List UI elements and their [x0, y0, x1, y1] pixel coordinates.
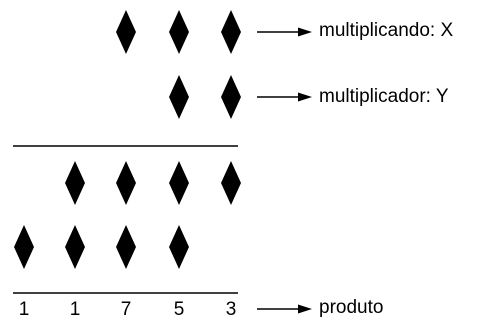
- partial-diamond: [65, 225, 85, 269]
- multiplier-label: multiplicador: Y: [319, 86, 449, 107]
- product-digit: 7: [120, 299, 132, 320]
- multiplier-diamond: [221, 75, 241, 119]
- partial-product-row-2: [14, 225, 189, 269]
- product-digit: 1: [18, 299, 30, 320]
- multiplicand-row: [116, 10, 241, 54]
- multiplicand-arrow: [257, 27, 312, 37]
- product-arrow: [257, 304, 312, 314]
- multiplicand-label: multiplicando: X: [319, 20, 454, 41]
- partial-diamond: [116, 225, 136, 269]
- product-digit: 5: [173, 299, 185, 320]
- partial-diamond: [169, 161, 189, 205]
- partial-product-row-1: [65, 161, 241, 205]
- multiplicand-diamond: [221, 10, 241, 54]
- multiplier-diamond: [169, 75, 189, 119]
- partial-diamond: [116, 161, 136, 205]
- product-label: produto: [319, 297, 384, 318]
- multiplier-row: [169, 75, 241, 119]
- multiplier-arrow: [257, 92, 312, 102]
- partial-diamond: [65, 161, 85, 205]
- partial-diamond: [169, 225, 189, 269]
- partial-diamond: [221, 161, 241, 205]
- product-digit: 1: [69, 299, 81, 320]
- product-digit: 3: [225, 299, 237, 320]
- multiplicand-diamond: [169, 10, 189, 54]
- partial-diamond: [14, 225, 34, 269]
- multiplicand-diamond: [116, 10, 136, 54]
